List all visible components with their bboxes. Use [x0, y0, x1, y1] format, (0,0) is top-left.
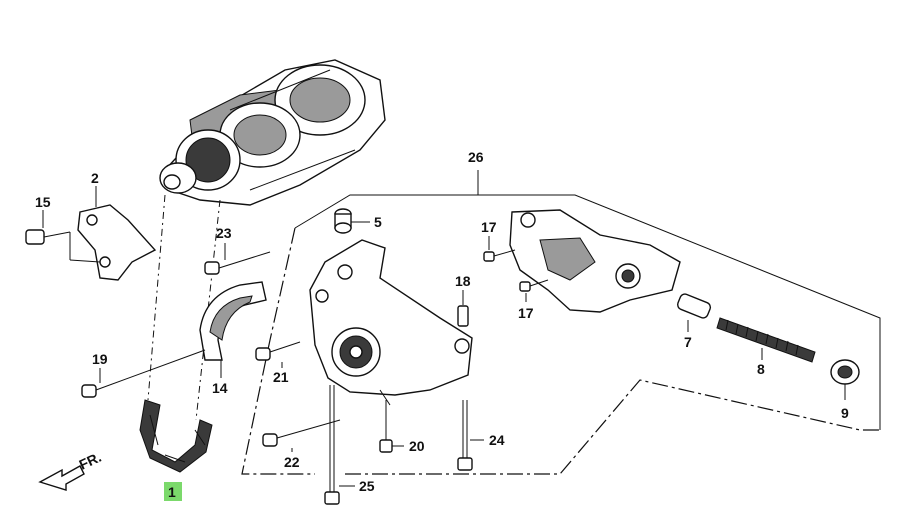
callout-5: 5	[374, 214, 382, 230]
callout-2: 2	[91, 170, 99, 186]
relief-valve-housing	[509, 209, 681, 313]
chain-guide-14	[199, 281, 267, 378]
bolt-17-upper	[483, 236, 516, 262]
bolt-23	[204, 243, 271, 275]
callout-7: 7	[684, 334, 692, 350]
callout-15: 15	[35, 194, 51, 210]
assembly-frame	[241, 170, 881, 475]
callout-23: 23	[216, 225, 232, 241]
front-direction-label: FR.	[77, 449, 104, 473]
bolt-17-lower	[519, 279, 549, 302]
callout-17-upper: 17	[481, 219, 497, 235]
dowel-18	[457, 290, 469, 327]
callout-20: 20	[409, 438, 425, 454]
front-direction-arrow: FR.	[38, 449, 104, 491]
callout-9: 9	[841, 405, 849, 421]
bolt-22	[262, 419, 341, 452]
collar-5	[334, 208, 370, 234]
callout-19: 19	[92, 351, 108, 367]
bolt-19	[81, 349, 206, 398]
callout-1[interactable]: 1	[168, 484, 176, 500]
callout-8: 8	[757, 361, 765, 377]
bolt-15	[25, 210, 71, 245]
callout-14: 14	[212, 380, 228, 396]
spring-8	[716, 317, 816, 363]
relief-valve-7	[676, 293, 712, 332]
callout-21: 21	[273, 369, 289, 385]
callout-17-lower: 17	[518, 305, 534, 321]
bracket-2	[69, 186, 157, 281]
bolt-24	[457, 400, 484, 471]
callout-18: 18	[455, 273, 471, 289]
sealing-bolt-9	[830, 359, 860, 400]
bolt-25	[324, 385, 355, 505]
callout-24: 24	[489, 432, 505, 448]
crankshaft	[159, 59, 386, 206]
callout-labels: 1 2 5 7 8 9 14 15 17 17 18 19 20 21 22 2…	[35, 149, 849, 500]
callout-26: 26	[468, 149, 484, 165]
callout-1-highlight	[164, 482, 182, 501]
oil-pump-body	[309, 239, 473, 406]
callout-25: 25	[359, 478, 375, 494]
bolt-20	[379, 400, 404, 453]
callout-22: 22	[284, 454, 300, 470]
bolt-21	[255, 341, 301, 368]
oil-pump-chain	[139, 194, 221, 473]
